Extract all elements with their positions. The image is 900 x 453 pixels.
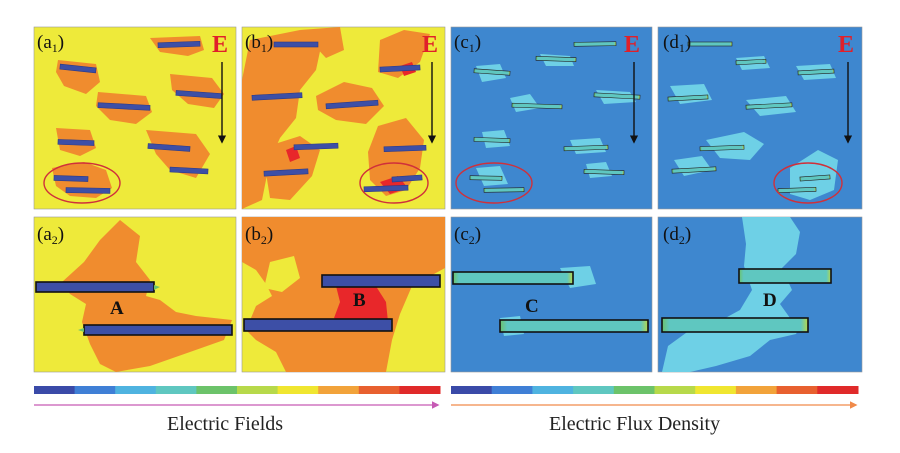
panel-a1: E (a1) [33,26,237,210]
panel-b1: E (b1) [241,26,446,210]
panel-label-d2: (d2) [663,224,691,247]
colorbar-left-segment-1 [34,386,76,394]
colorbar-electric-fields [34,386,441,394]
cyan-region [662,217,804,372]
filler-top [452,271,574,285]
highlight-circle [43,162,121,204]
region-label-a: A [110,298,124,319]
panel-label-d1: (d1) [663,32,691,55]
colorbar-right-segment-6 [654,386,696,394]
colorbar-left-segment-6 [237,386,279,394]
colorbar-left-segment-8 [318,386,360,394]
highlight-circle [773,162,843,204]
panel-label-c2: (c2) [454,224,481,247]
colorbar-left-segment-2 [74,386,116,394]
orange-regions [242,27,430,209]
colorbar-right-segment-10 [817,386,859,394]
highlight-circle [359,162,429,204]
colorbar-left-segment-4 [155,386,197,394]
colorbar-left-segment-10 [399,386,441,394]
field-label-e: E [838,32,854,58]
panel-a2: A (a2) [33,216,237,373]
colorbar-right-segment-4 [573,386,615,394]
panel-c1: E (c1) [450,26,653,210]
filler-bottom [83,324,233,336]
filler-top [321,274,441,288]
colorbar-left-segment-3 [115,386,157,394]
field-label-e: E [624,32,640,58]
panel-label-a1: (a1) [37,32,64,55]
panel-label-a2: (a2) [37,224,64,247]
region-label-c: C [525,296,539,317]
region-label-d: D [763,290,777,311]
panel-label-b1: (b1) [245,32,273,55]
filler-bottom [243,318,393,332]
colorbar-right-segment-3 [532,386,574,394]
filler-bottom [661,317,809,333]
colorbar-right-segment-8 [735,386,778,394]
fillers [53,40,223,194]
red-region [334,280,388,326]
panel-label-b2: (b2) [245,224,273,247]
colorbar-flux-density [451,386,859,394]
panel-d2: D (d2) [657,216,863,373]
caption-electric-fields: Electric Fields [167,413,284,435]
colorbar-right-segment-7 [695,386,737,394]
colorbar-right-segment-2 [491,386,533,394]
colorbar-right-segment-9 [776,386,818,394]
fillers [667,41,835,193]
colorbar-right-segment-5 [613,386,655,394]
yellow-pocket [264,256,300,292]
field-label-e: E [212,32,228,58]
field-label-e: E [422,32,438,58]
filler-top [35,281,155,293]
colorbar-right-segment-1 [451,386,493,394]
fillers [251,41,427,193]
panel-b2: B (b2) [241,216,446,373]
fillers [469,41,641,193]
highlight-circle [455,162,533,204]
region-label-b: B [353,290,366,311]
filler-bottom [499,319,649,333]
filler-top [738,268,832,284]
panel-label-c1: (c1) [454,32,481,55]
panel-d1: E (d1) [657,26,863,210]
panel-c2: C (c2) [450,216,653,373]
colorbar-left-segment-7 [277,386,319,394]
caption-electric-flux-density: Electric Flux Density [549,413,721,435]
colorbar-left-segment-9 [358,386,400,394]
colorbar-left-segment-5 [196,386,238,394]
